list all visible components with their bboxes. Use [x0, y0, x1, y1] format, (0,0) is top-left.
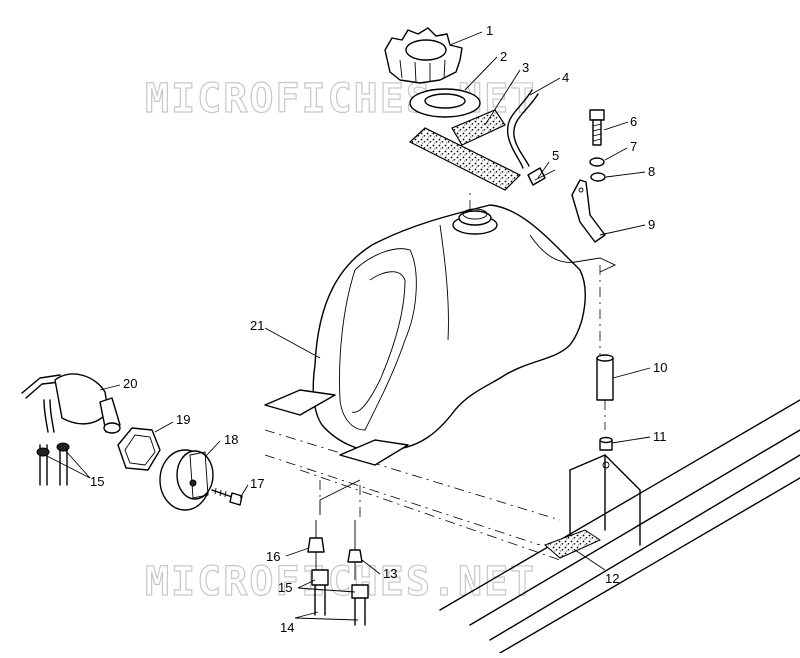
- callout-15-bottom: 15: [278, 580, 292, 595]
- spacer-10: [596, 354, 614, 401]
- bracket-9: [571, 179, 606, 243]
- reference-lines: [264, 190, 606, 561]
- callout-numbers: 1 2 3 4 5 6 7 8 9 10 11 12 13 14 15 15 1…: [90, 23, 667, 635]
- callout-10: 10: [653, 360, 667, 375]
- frame-rails: [439, 399, 800, 654]
- watermark-bottom: MICROFICHES.NET: [145, 559, 536, 605]
- callout-6: 6: [630, 114, 637, 129]
- screw-17: [211, 487, 243, 506]
- callout-7: 7: [630, 139, 637, 154]
- callout-11: 11: [653, 429, 667, 444]
- callout-16: 16: [266, 549, 280, 564]
- foam-pads-3: [408, 109, 522, 191]
- hoses-14: [311, 569, 369, 626]
- vent-hose-4: [506, 89, 539, 169]
- callout-17: 17: [250, 476, 264, 491]
- callout-3: 3: [522, 60, 529, 75]
- washer-8: [590, 172, 606, 182]
- callout-5: 5: [552, 148, 559, 163]
- filter-housing-18: [159, 449, 214, 511]
- callout-4: 4: [562, 70, 569, 85]
- callout-1: 1: [486, 23, 493, 38]
- fitting-5: [527, 167, 556, 186]
- callout-19: 19: [176, 412, 190, 427]
- filler-cap-1: [384, 27, 463, 84]
- callout-14: 14: [280, 620, 294, 635]
- bolt-6: [589, 109, 605, 146]
- leader-lines: [44, 31, 651, 621]
- frame-pad-12: [544, 529, 602, 559]
- callout-15-left: 15: [90, 474, 104, 489]
- callout-9: 9: [648, 217, 655, 232]
- gasket-2: [409, 88, 481, 118]
- callout-21: 21: [250, 318, 264, 333]
- callout-20: 20: [123, 376, 137, 391]
- callout-18: 18: [224, 432, 238, 447]
- callout-2: 2: [500, 49, 507, 64]
- washer-7: [589, 157, 605, 167]
- callout-12: 12: [605, 571, 619, 586]
- fitting-13: [347, 520, 363, 580]
- callout-13: 13: [383, 566, 397, 581]
- clamps-15-left: [36, 442, 70, 486]
- callout-8: 8: [648, 164, 655, 179]
- nut-19: [117, 427, 161, 471]
- fuel-tank-21: [264, 204, 617, 466]
- fitting-16: [307, 520, 325, 570]
- fuel-valve-20: [21, 373, 121, 434]
- grommet-11: [599, 436, 613, 451]
